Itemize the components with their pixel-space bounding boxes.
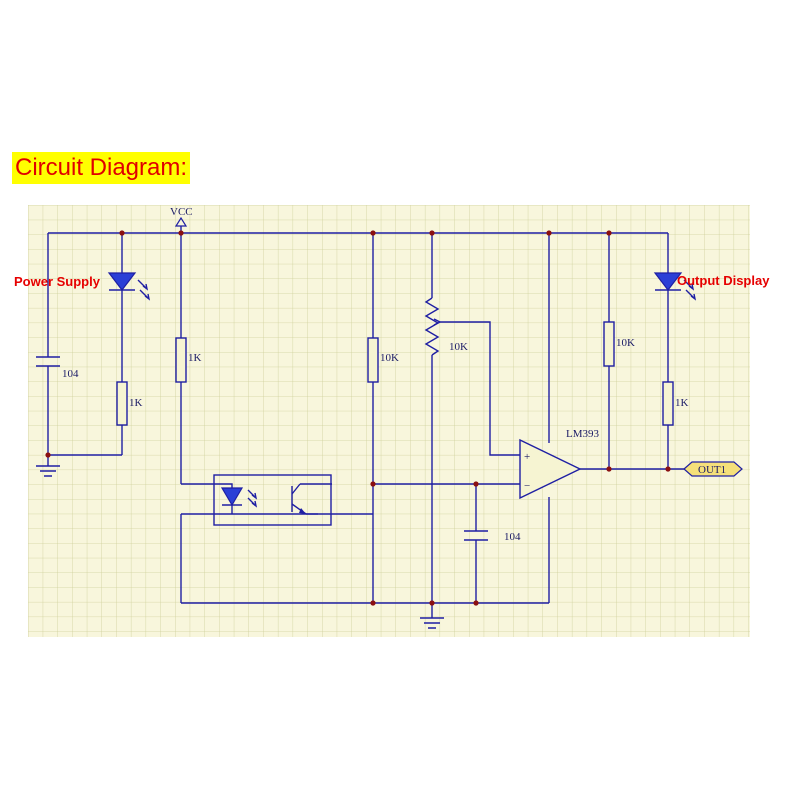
capacitor-supply: 104 <box>36 356 79 380</box>
resistor-pullup-mid: 10K <box>367 337 399 383</box>
net-flag-out1: OUT1 <box>683 461 743 477</box>
junctions <box>45 230 671 606</box>
capacitor-filter: 104 <box>464 530 521 543</box>
schematic-grid <box>28 205 750 637</box>
resistor-pullup-out: 10K <box>603 321 635 367</box>
ground-symbol-left <box>36 465 60 477</box>
resistor-emitter: 1K <box>175 337 202 383</box>
ground-symbol-bottom <box>420 617 444 629</box>
callout-power-supply: Power Supply <box>14 274 101 289</box>
comparator-lm393: + − LM393 <box>519 428 600 500</box>
resistor-emitter-label: 1K <box>188 352 202 364</box>
comparator-plus-pin: + <box>524 451 530 463</box>
net-flag-label: OUT1 <box>698 464 726 476</box>
wires <box>47 232 684 618</box>
resistor-power-led-label: 1K <box>129 397 143 409</box>
page-heading: Circuit Diagram: <box>12 152 191 184</box>
resistor-pullup-mid-label: 10K <box>380 352 399 364</box>
led-power-supply <box>107 272 151 301</box>
capacitor-filter-label: 104 <box>504 531 521 543</box>
comparator-minus-pin: − <box>524 480 530 492</box>
resistor-pullup-out-label: 10K <box>616 337 635 349</box>
resistor-output-led-label: 1K <box>675 397 689 409</box>
comparator-label: LM393 <box>566 428 600 440</box>
optocoupler <box>213 474 332 526</box>
callout-output-display: Output Display <box>677 273 770 288</box>
resistor-power-led: 1K <box>116 381 143 426</box>
potentiometer: 10K <box>424 297 468 356</box>
led-output-display <box>653 272 697 301</box>
potentiometer-label: 10K <box>449 341 468 353</box>
resistor-output-led: 1K <box>662 381 689 426</box>
vcc-label: VCC <box>170 206 193 218</box>
capacitor-supply-label: 104 <box>62 368 79 380</box>
